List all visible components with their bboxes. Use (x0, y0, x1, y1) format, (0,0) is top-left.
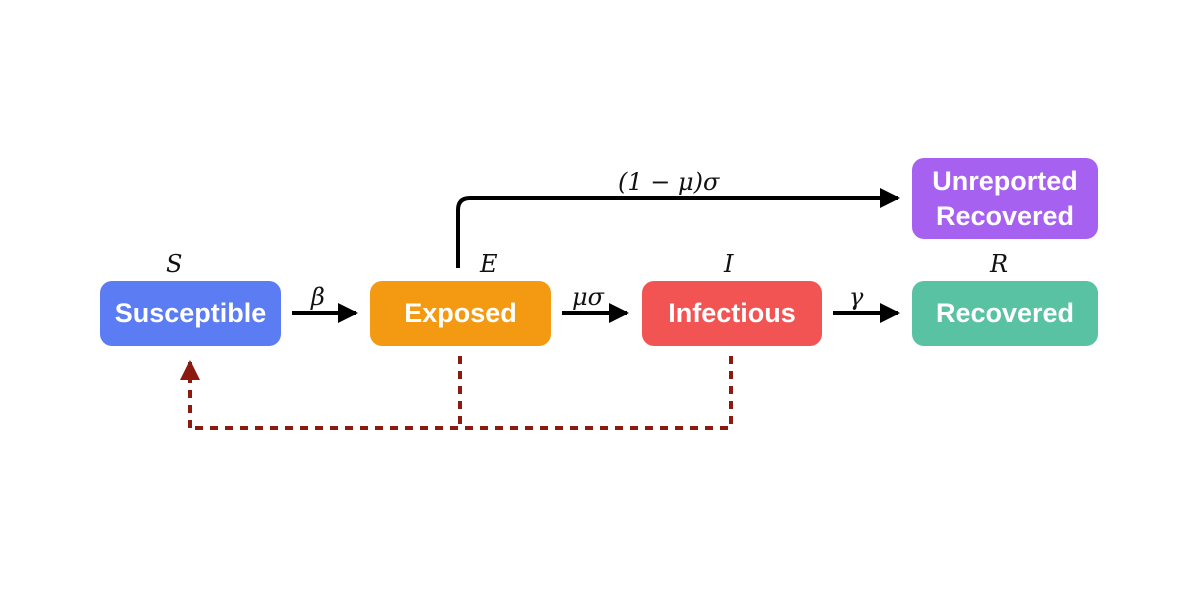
unreported-recovered-label-line1: Unreported (932, 165, 1078, 196)
rate-one-minus-mu-sigma: (1 − μ)σ (618, 168, 720, 196)
rate-gamma: γ (849, 283, 864, 311)
symbol-r: R (990, 250, 1009, 278)
exposed-label: Exposed (404, 298, 517, 328)
susceptible-box: Susceptible (100, 281, 281, 346)
recovered-label: Recovered (935, 298, 1075, 328)
symbol-i: I (724, 250, 734, 278)
rate-beta: β (311, 283, 325, 311)
recovered-box: Recovered (912, 281, 1098, 346)
unreported-recovered-box: Unreported Recovered (912, 158, 1098, 239)
rate-mu-sigma: μσ (572, 283, 604, 311)
infectious-box: Infectious (642, 281, 822, 346)
arrow-exposed-to-unreported-recovered (456, 188, 900, 268)
symbol-e: E (480, 250, 498, 278)
infectious-label: Infectious (668, 298, 796, 328)
susceptible-label: Susceptible (114, 298, 267, 328)
unreported-recovered-label-line2: Recovered (935, 200, 1075, 231)
symbol-s: S (166, 250, 183, 278)
exposed-box: Exposed (370, 281, 551, 346)
